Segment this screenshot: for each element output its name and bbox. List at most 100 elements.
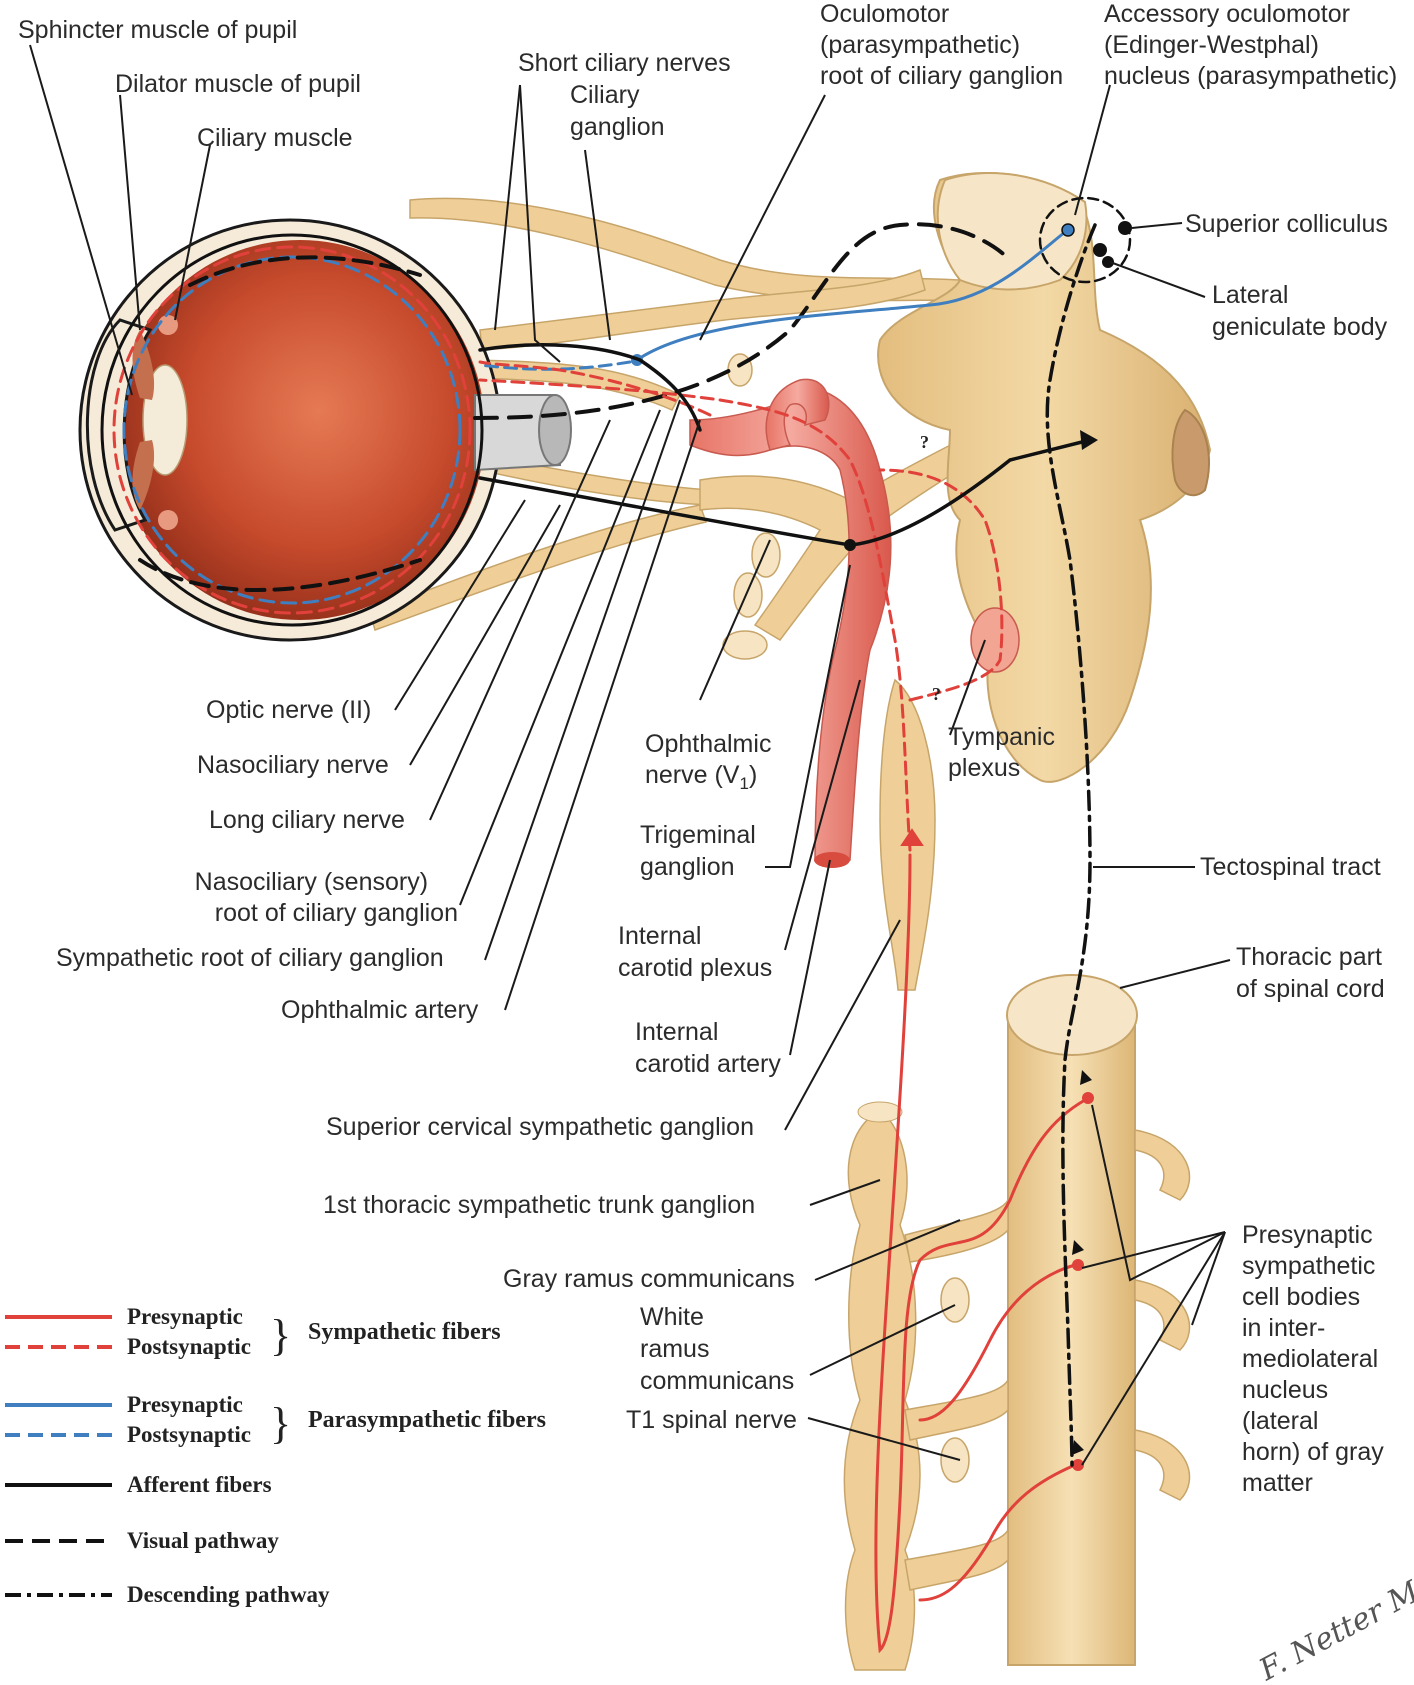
- lgb-cell: [1093, 243, 1107, 257]
- descending-arrowhead: [1080, 1070, 1092, 1085]
- sympathetic-arrowhead: [900, 828, 924, 846]
- ramus-3: [904, 1529, 1009, 1591]
- label-ciliary-ganglion: Ciliary ganglion: [570, 81, 665, 141]
- label-tympanic-plexus: Tympanic plexus: [948, 723, 1062, 782]
- spinal-nerve-cut: [940, 1437, 970, 1483]
- label-ophthalmic-artery: Ophthalmic artery: [281, 996, 479, 1024]
- trigeminal-ganglion-cell: [844, 539, 856, 551]
- label-tectospinal-tract: Tectospinal tract: [1200, 853, 1381, 881]
- parasympathetic-presynaptic-fiber: [638, 230, 1067, 360]
- lens: [142, 364, 188, 476]
- trunk-cut-end: [857, 1101, 903, 1123]
- optic-nerve-end: [538, 394, 572, 466]
- label-oculomotor-root: Oculomotor (parasympathetic) root of cil…: [820, 0, 1063, 90]
- artist-signature: F. Netter M.D.: [1253, 1555, 1414, 1685]
- pretectal-region: [1038, 196, 1132, 284]
- carotid-siphon: [765, 378, 830, 451]
- thoracic-spinal-cord: [1007, 1014, 1136, 1666]
- question-mark: ?: [920, 432, 929, 452]
- legend-parasympathetic-presynaptic: Presynaptic: [127, 1392, 243, 1417]
- descending-arrowhead: [1072, 1240, 1084, 1255]
- iris-lower: [132, 440, 155, 510]
- label-sphincter-muscle: Sphincter muscle of pupil: [18, 16, 297, 44]
- optic-nerve-stump: [474, 394, 562, 472]
- label-internal-carotid-artery: Internal carotid artery: [635, 1018, 781, 1078]
- pretectal-cell: [1102, 256, 1114, 268]
- label-long-ciliary-nerve: Long ciliary nerve: [209, 806, 405, 834]
- cut-nerve-end: [722, 630, 768, 660]
- legend-brace: }: [270, 1311, 291, 1360]
- legend-sympathetic-postsynaptic: Postsynaptic: [127, 1334, 251, 1359]
- label-accessory-oculomotor-nucleus: Accessory oculomotor (Edinger-Westphal) …: [1104, 0, 1397, 90]
- afferent-fiber-upper: [478, 343, 702, 432]
- iris-upper: [132, 330, 155, 400]
- label-short-ciliary-nerves: Short ciliary nerves: [518, 49, 731, 77]
- sympathetic-presynaptic-fiber: [874, 853, 1087, 1654]
- descending-arrowhead: [1072, 1440, 1084, 1455]
- leader-lines: [29, 44, 1231, 1466]
- nasociliary-branch: [469, 359, 682, 411]
- ramus-2: [904, 1379, 1009, 1441]
- label-internal-carotid-plexus: Internal carotid plexus: [618, 922, 772, 982]
- eye-wall-sympathetic-fiber: [112, 245, 472, 615]
- ciliary-body: [158, 510, 178, 530]
- ciliary-body: [158, 315, 178, 335]
- oculomotor-nerve: [479, 268, 926, 351]
- spinal-root-right-1: [1134, 1129, 1191, 1201]
- fiber-pathways: [100, 196, 1132, 1654]
- label-sympathetic-root: Sympathetic root of ciliary ganglion: [56, 944, 444, 972]
- label-first-thoracic-ganglion: 1st thoracic sympathetic trunk ganglion: [323, 1191, 755, 1219]
- label-ophthalmic-nerve: Ophthalmic nerve (V1): [645, 730, 778, 793]
- eye-visual-pathway: [138, 558, 422, 592]
- legend-parasympathetic-fibers: Parasympathetic fibers: [308, 1407, 546, 1433]
- legend-sympathetic-fibers: Sympathetic fibers: [308, 1319, 501, 1345]
- eye-wall-afferent-fiber: [100, 233, 484, 627]
- label-white-ramus: White ramus communicans: [640, 1303, 794, 1395]
- label-optic-nerve: Optic nerve (II): [206, 696, 371, 724]
- legend-parasympathetic-postsynaptic: Postsynaptic: [127, 1422, 251, 1447]
- label-nasociliary-nerve: Nasociliary nerve: [197, 751, 389, 779]
- presynaptic-cell-body: [1072, 1259, 1084, 1271]
- labels: Sphincter muscle of pupil Dilator muscle…: [18, 0, 1397, 1497]
- label-t1-spinal-nerve: T1 spinal nerve: [626, 1406, 797, 1434]
- label-trigeminal-ganglion: Trigeminal ganglion: [640, 821, 763, 881]
- ramus-1: [904, 1199, 1009, 1263]
- afferent-arrowhead: [1080, 430, 1098, 450]
- label-gray-ramus: Gray ramus communicans: [503, 1265, 795, 1293]
- tympanic-plexus-body: [970, 607, 1020, 673]
- brainstem-cross-section: [936, 172, 1088, 291]
- ew-nucleus-cell: [1061, 223, 1075, 237]
- afferent-fiber: [478, 438, 1092, 547]
- eyeball-interior: [115, 240, 485, 620]
- sympathetic-presynaptic-fiber-2: [918, 1263, 1077, 1422]
- sympathetic-postsynaptic-ciliary: [478, 360, 712, 417]
- label-dilator-muscle: Dilator muscle of pupil: [115, 70, 361, 98]
- spinal-root-right-3: [1134, 1429, 1191, 1501]
- visual-pathway-to-lgb: [473, 222, 1012, 420]
- legend-visual-pathway: Visual pathway: [127, 1528, 279, 1553]
- presynaptic-cell-body: [1082, 1092, 1094, 1104]
- carotid-cut-end: [814, 852, 850, 868]
- label-superior-cervical-ganglion: Superior cervical sympathetic ganglion: [326, 1113, 754, 1141]
- label-superior-colliculus: Superior colliculus: [1185, 210, 1388, 238]
- tectospinal-descending-pathway: [1045, 223, 1097, 1467]
- brainstem: [877, 171, 1212, 783]
- legend-afferent-fibers: Afferent fibers: [127, 1472, 272, 1497]
- legend: Presynaptic Postsynaptic } Sympathetic f…: [5, 1304, 546, 1607]
- label-presynaptic-cell-bodies: Presynaptic sympathetic cell bodies in i…: [1242, 1221, 1391, 1497]
- sympathetic-presynaptic-fiber-3: [918, 1463, 1077, 1602]
- legend-descending-pathway: Descending pathway: [127, 1582, 330, 1607]
- legend-sympathetic-presynaptic: Presynaptic: [127, 1304, 243, 1329]
- eye-visual-pathway-upper: [188, 255, 422, 287]
- eye-wall-parasympathetic-fiber: [122, 255, 462, 605]
- label-ciliary-muscle: Ciliary muscle: [197, 124, 353, 152]
- t1-spinal-nerve-cut: [940, 1277, 970, 1323]
- question-mark: ?: [932, 684, 941, 704]
- legend-brace: }: [270, 1399, 291, 1448]
- internal-carotid-artery: [689, 389, 892, 861]
- cerebral-peduncle-cut: [1171, 408, 1210, 497]
- spinal-root-right-2: [1134, 1279, 1191, 1351]
- label-nasociliary-root: Nasociliary (sensory) root of ciliary ga…: [195, 868, 458, 927]
- label-lateral-geniculate-body: Lateral geniculate body: [1212, 281, 1388, 341]
